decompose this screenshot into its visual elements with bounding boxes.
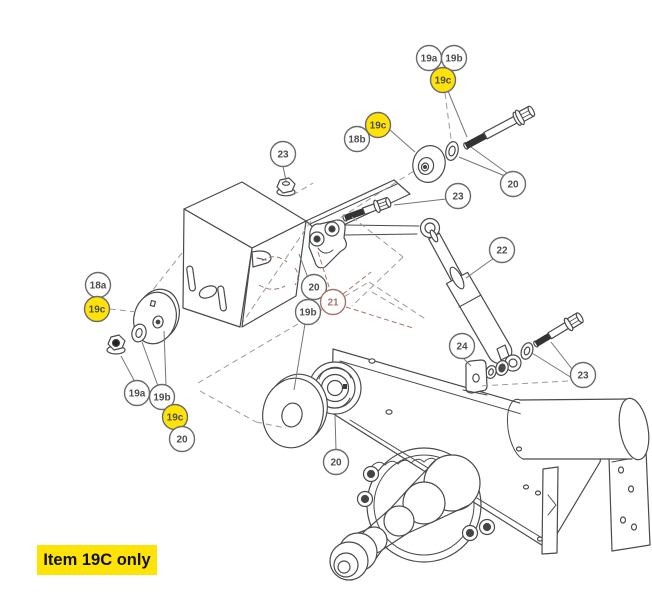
callout-19a-upper: 19a (415, 44, 443, 72)
svg-text:20: 20 (507, 180, 519, 191)
svg-text:22: 22 (496, 246, 508, 257)
lower-shock-bracket (462, 359, 488, 396)
callout-20-lower-left: 20 (168, 425, 196, 453)
upper-shock-bolt (445, 105, 536, 161)
svg-text:19b: 19b (445, 54, 462, 65)
left-flange-nut (106, 334, 126, 355)
callout-19b-center: 19b (294, 298, 322, 326)
lower-shock-bolt (520, 312, 584, 360)
callout-19b-lower-left: 19b (148, 383, 176, 411)
svg-text:20: 20 (176, 435, 188, 446)
svg-text:19c: 19c (89, 305, 106, 316)
callout-23-middle: 23 (444, 182, 472, 210)
callout-19c-left: 19c (83, 295, 111, 323)
svg-text:23: 23 (452, 192, 464, 203)
svg-text:23: 23 (577, 371, 589, 382)
construction-dashes (109, 92, 569, 429)
svg-text:23: 23 (277, 150, 289, 161)
bracket-bolt (342, 196, 392, 222)
callout-19c-middle: 19c (364, 111, 392, 139)
axle-tube (506, 397, 650, 461)
callout-18a: 18a (84, 271, 112, 299)
callout-19b-upper: 19b (440, 44, 468, 72)
left-lock-washer (131, 323, 147, 343)
callout-20-center: 20 (300, 273, 328, 301)
svg-text:19c: 19c (370, 121, 387, 132)
callout-20-upper-right: 20 (499, 170, 527, 198)
brake-flange-and-studs (356, 447, 496, 563)
svg-text:24: 24 (456, 342, 468, 353)
svg-text:21: 21 (327, 298, 339, 309)
stub-axle (329, 454, 481, 581)
svg-text:18b: 18b (348, 135, 365, 146)
callout-23-top: 23 (269, 140, 297, 168)
svg-text:19a: 19a (129, 389, 146, 400)
callout-leader-lines (120, 90, 573, 451)
large-disc-washer (262, 373, 328, 449)
svg-text:18a: 18a (90, 281, 107, 292)
lower-mount-washers (485, 360, 509, 379)
callout-21: 21 (319, 288, 347, 316)
svg-text:20: 20 (330, 458, 342, 469)
callout-20-bottom: 20 (322, 448, 350, 476)
callout-19c-upper: 19c (429, 66, 457, 94)
item21-red-dashes (258, 251, 414, 329)
callout-19c-lower-left: 19c (161, 403, 189, 431)
svg-text:19c: 19c (435, 76, 452, 87)
svg-text:19a: 19a (421, 54, 438, 65)
callout-18b: 18b (343, 125, 371, 153)
shock-absorber (419, 217, 522, 372)
callout-24: 24 (448, 332, 476, 360)
callouts-layer: 19a 19b 19c 20 18b 19c 23 23 22 18a 19c 20 21 19b 19a 1… (83, 44, 597, 476)
svg-text:19b: 19b (153, 393, 170, 404)
callout-19a-lower-left: 19a (123, 379, 151, 407)
note-item-19c-label: Item 19C only (37, 545, 157, 575)
callout-22: 22 (488, 236, 516, 264)
svg-text:20: 20 (308, 283, 320, 294)
mounting-box-bracket (182, 181, 307, 328)
cone-washer (412, 145, 446, 183)
flange-nut-top (276, 177, 296, 197)
shock-upper-lug-bracket (308, 219, 347, 269)
svg-text:19b: 19b (299, 308, 316, 319)
svg-text:19c: 19c (167, 413, 184, 424)
callout-23-right: 23 (569, 361, 597, 389)
